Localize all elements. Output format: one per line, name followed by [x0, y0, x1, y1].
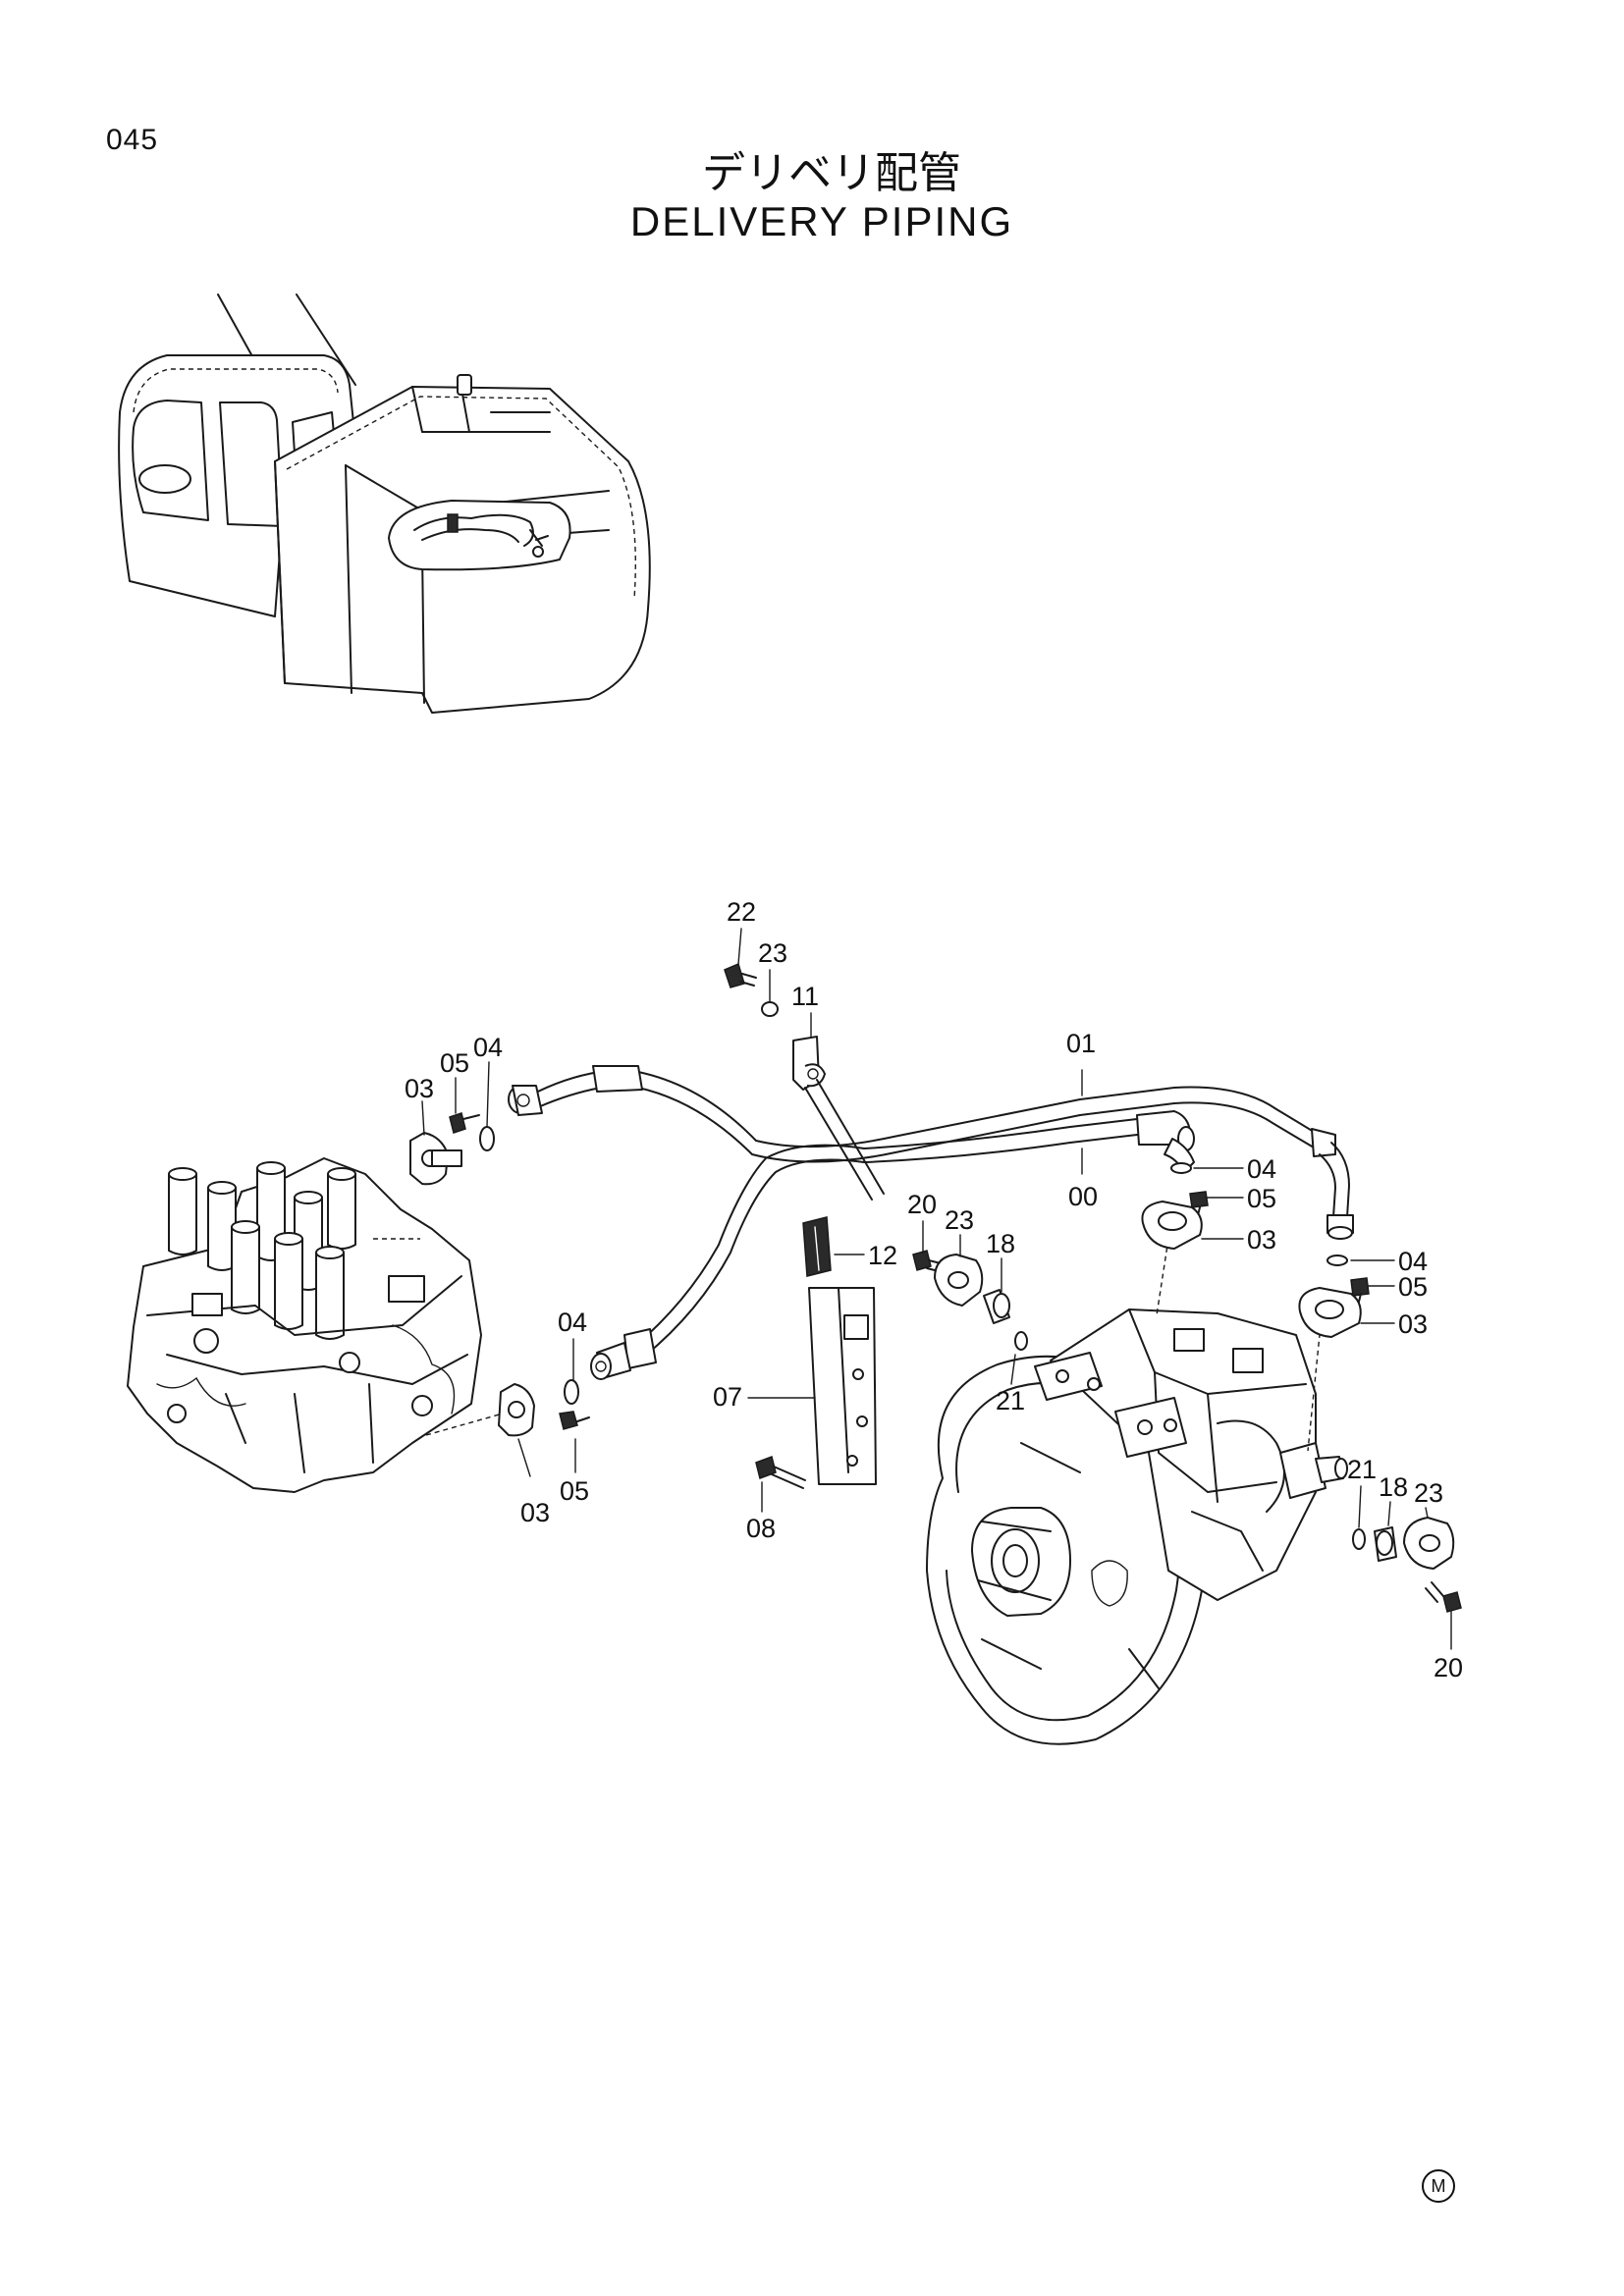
callout-03-right-a: 03 [1247, 1225, 1276, 1255]
callout-23-right: 23 [1414, 1478, 1443, 1508]
callout-07: 07 [713, 1382, 742, 1412]
callout-05-left-bottom: 05 [560, 1476, 589, 1506]
callout-23-top: 23 [758, 938, 787, 968]
callout-05-left-top: 05 [440, 1048, 469, 1078]
title-english: DELIVERY PIPING [629, 198, 1014, 244]
callout-21-right: 21 [1347, 1455, 1377, 1484]
callout-03-right-b: 03 [1398, 1309, 1428, 1339]
right-flange-group-a [1141, 1162, 1209, 1250]
control-valve-assembly [127, 1157, 504, 1493]
callout-21-mid: 21 [996, 1386, 1025, 1415]
callout-05-right-a: 05 [1247, 1184, 1276, 1213]
callout-05-right-b: 05 [1398, 1272, 1428, 1302]
leader-lines [421, 928, 1452, 1650]
callout-20-right: 20 [1434, 1653, 1463, 1682]
callout-03-left-top: 03 [405, 1074, 434, 1103]
callout-04-left-top: 04 [473, 1033, 503, 1062]
callout-01: 01 [1066, 1029, 1096, 1058]
main-pump-assembly [926, 1238, 1348, 1745]
callout-08: 08 [746, 1514, 776, 1543]
left-bottom-flange-group [498, 1379, 590, 1437]
excavator-overview-illustration [118, 294, 651, 714]
page-number: 045 [106, 124, 159, 156]
callout-00: 00 [1068, 1182, 1098, 1211]
clamp-bracket-group [724, 962, 885, 1489]
right-flange-group-b [1298, 1255, 1370, 1338]
manufacturer-mark-icon: M [1422, 2169, 1455, 2203]
callout-03-left-bottom: 03 [520, 1498, 550, 1527]
title-japanese: デリベリ配管 [702, 148, 961, 198]
part-callouts: 22 23 11 01 00 03 05 04 04 05 03 12 07 0… [405, 897, 1463, 1682]
callout-23-mid: 23 [945, 1205, 974, 1235]
callout-20-mid: 20 [907, 1190, 937, 1219]
callout-04-right-b: 04 [1398, 1247, 1428, 1276]
valve-spools [168, 1161, 356, 1340]
delivery-hoses [508, 1065, 1354, 1380]
left-top-flange-group [409, 1112, 495, 1186]
callout-22: 22 [727, 897, 756, 927]
pump-outlet-group-right [1352, 1517, 1462, 1613]
callout-12: 12 [868, 1241, 897, 1270]
callout-04-mid: 04 [558, 1308, 587, 1337]
callout-18-right: 18 [1379, 1472, 1408, 1502]
callout-11: 11 [791, 982, 819, 1011]
callout-04-right-a: 04 [1247, 1154, 1276, 1184]
pump-outlet-group-mid [912, 1250, 1028, 1351]
callout-18-mid: 18 [986, 1229, 1015, 1258]
